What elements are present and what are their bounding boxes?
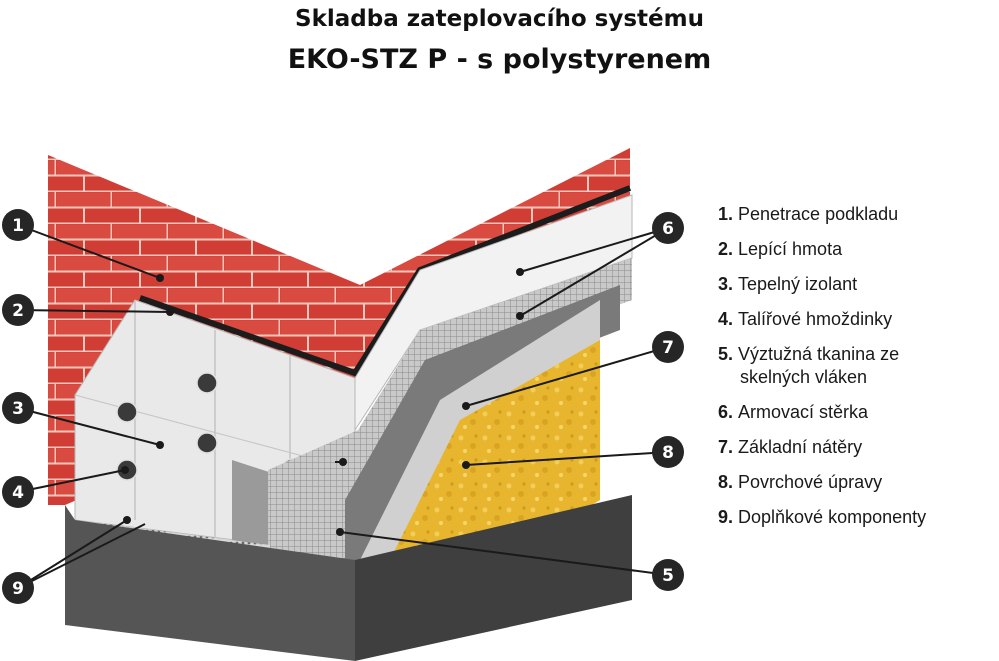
callout-1: 1 <box>2 209 34 241</box>
callout-3: 3 <box>2 392 34 424</box>
callout-6: 6 <box>652 212 684 244</box>
leader-dots <box>121 268 524 536</box>
diagram-subtitle: EKO-STZ P - s polystyrenem <box>287 44 712 75</box>
callout-2: 2 <box>2 294 34 326</box>
legend-item-3: 3.Tepelný izolant <box>718 274 858 294</box>
legend-item-1: 1.Penetrace podkladu <box>718 204 899 224</box>
callout-5: 5 <box>652 559 684 591</box>
diagram-title: Skladba zateplovacího systému <box>295 6 704 32</box>
svg-text:8: 8 <box>662 443 674 463</box>
legend-item-8: 8.Povrchové úpravy <box>718 472 883 492</box>
svg-text:2: 2 <box>12 301 24 321</box>
svg-text:3: 3 <box>12 399 24 419</box>
svg-text:5: 5 <box>662 566 674 586</box>
legend-item-2: 2.Lepící hmota <box>718 239 843 259</box>
legend-item-9: 9.Doplňkové komponenty <box>718 507 927 527</box>
legend-item-5: 5.Výztužná tkanina ze skelných vláken <box>718 344 900 387</box>
adhesive-layer <box>139 185 632 377</box>
legend-item-6: 6.Armovací stěrka <box>718 402 869 422</box>
callout-9: 9 <box>2 572 34 604</box>
callout-4: 4 <box>2 476 34 508</box>
svg-text:6: 6 <box>662 219 674 239</box>
insulation-system-diagram: 1 2 3 4 5 6 7 8 9 <box>2 148 684 661</box>
svg-text:4: 4 <box>12 483 24 503</box>
svg-text:7: 7 <box>662 338 674 358</box>
leader-lines <box>17 224 669 589</box>
svg-text:9: 9 <box>12 579 24 599</box>
callout-7: 7 <box>652 331 684 363</box>
plinth <box>65 505 355 661</box>
callout-8: 8 <box>652 436 684 468</box>
legend-item-7: 7.Základní nátěry <box>718 437 863 457</box>
legend-item-4: 4.Talířové hmoždinky <box>718 309 893 329</box>
svg-text:1: 1 <box>12 216 24 236</box>
legend-list: 1.Penetrace podkladu 2.Lepící hmota 3.Te… <box>718 203 999 541</box>
